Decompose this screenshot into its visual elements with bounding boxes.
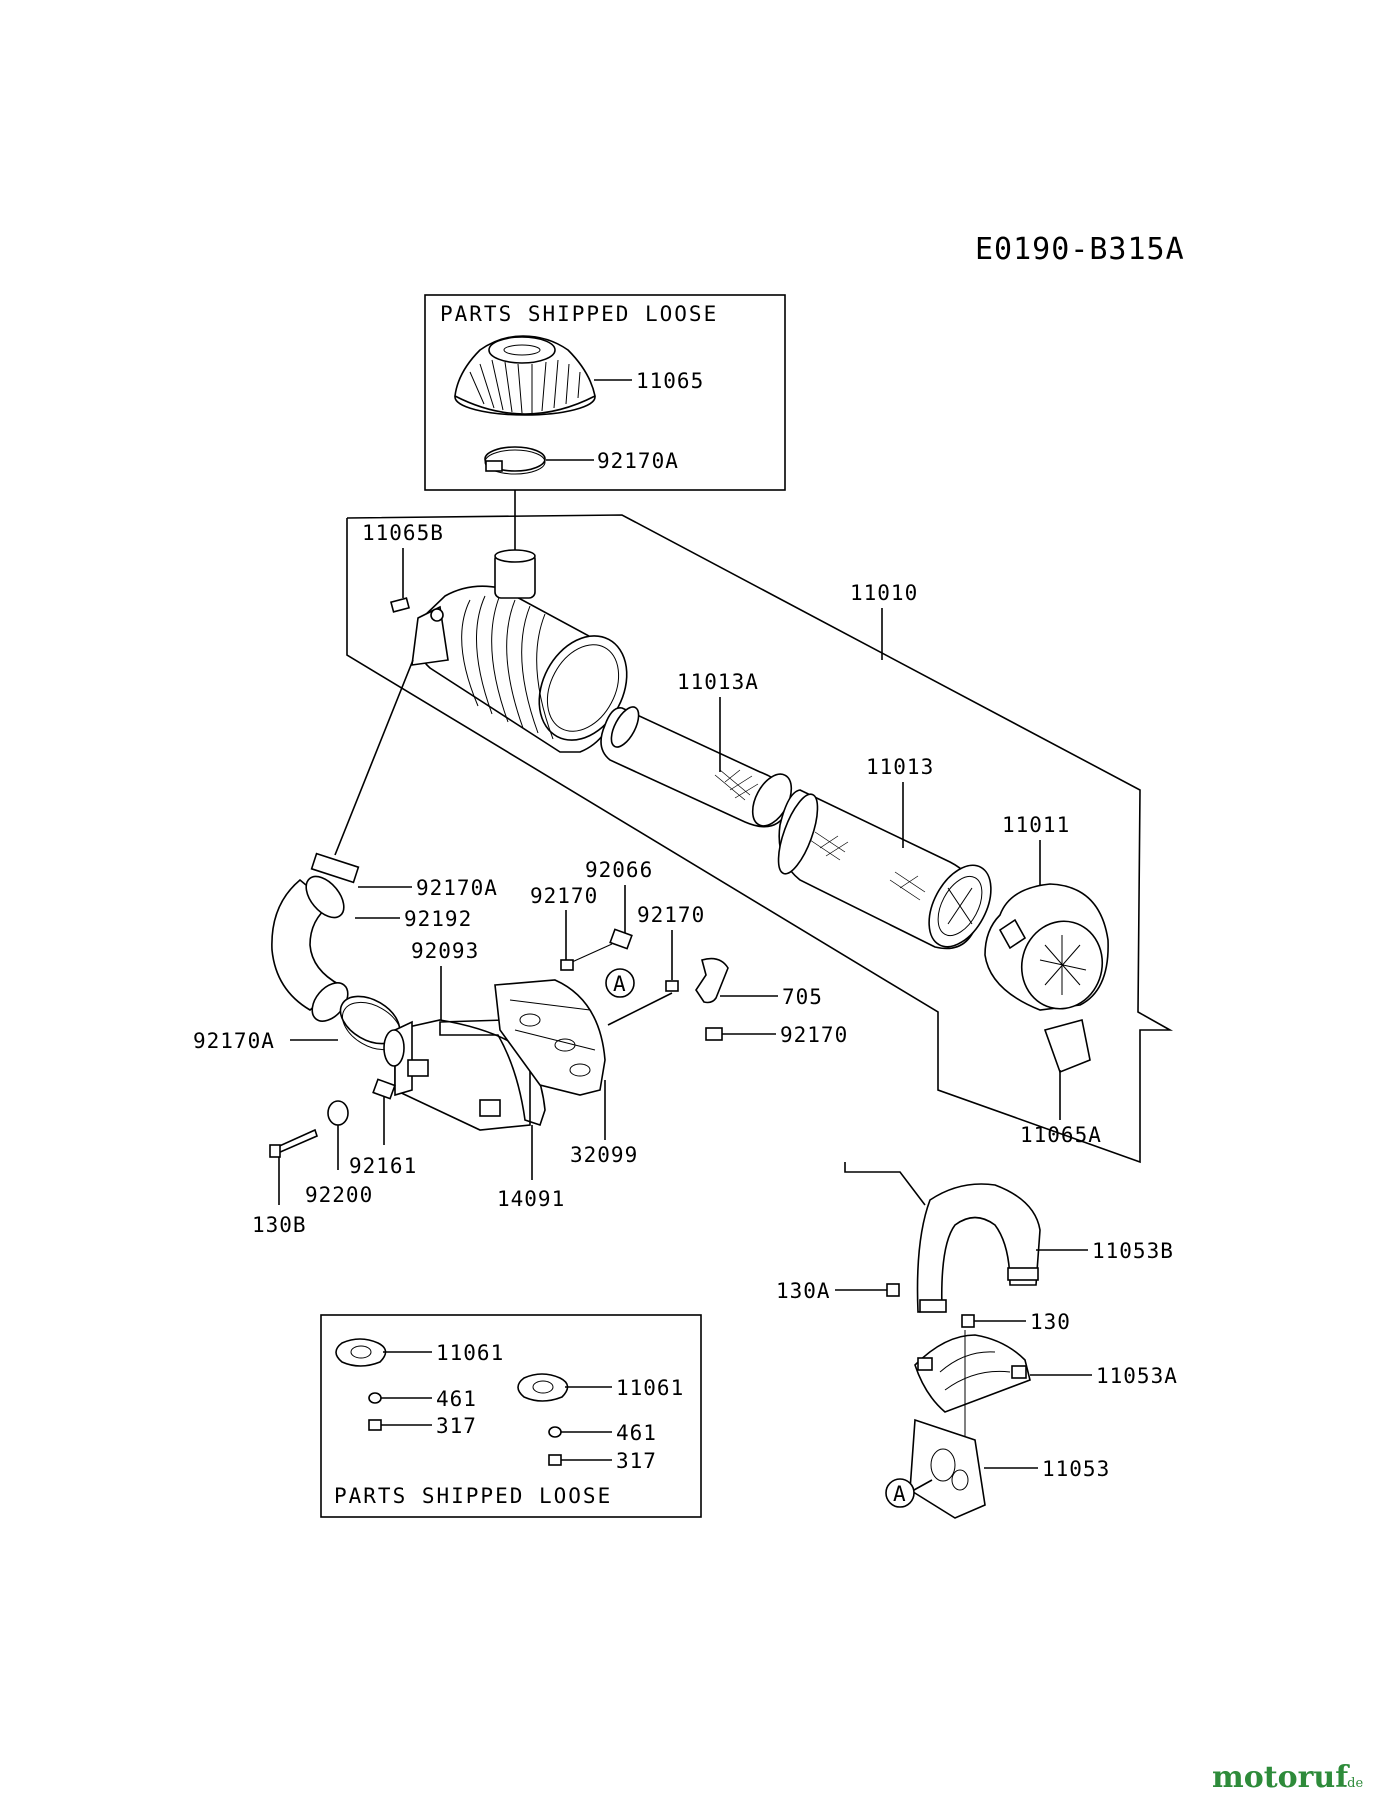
label-461-a: 461 bbox=[436, 1387, 477, 1411]
label-11053B: 11053B bbox=[1092, 1239, 1174, 1263]
nut-92170-b bbox=[665, 980, 679, 992]
label-11013: 11013 bbox=[866, 755, 934, 779]
inner-filter-element bbox=[600, 706, 793, 828]
spacer-92066 bbox=[609, 928, 633, 950]
label-92170-b: 92170 bbox=[637, 903, 705, 927]
label-11065A: 11065A bbox=[1020, 1123, 1102, 1147]
callout-a-lower bbox=[885, 1478, 915, 1508]
mount-bracket-11053A bbox=[914, 1334, 1031, 1413]
muffler-14091 bbox=[383, 1019, 531, 1131]
bracket-plate-32099 bbox=[494, 979, 606, 1096]
gasket-11061-b bbox=[517, 1373, 569, 1402]
label-11061-a: 11061 bbox=[436, 1341, 504, 1365]
diagram-code: E0190-B315A bbox=[975, 232, 1185, 267]
label-92066: 92066 bbox=[585, 858, 653, 882]
label-11061-b: 11061 bbox=[616, 1376, 684, 1400]
washer-92200 bbox=[327, 1100, 349, 1126]
label-11013A: 11013A bbox=[677, 670, 759, 694]
watermark-suffix: .de bbox=[1343, 1776, 1363, 1791]
label-11010: 11010 bbox=[850, 581, 918, 605]
label-11053A: 11053A bbox=[1096, 1364, 1178, 1388]
label-14091: 14091 bbox=[497, 1187, 565, 1211]
label-130A: 130A bbox=[776, 1279, 831, 1303]
elbow-hose-92192 bbox=[271, 875, 349, 1022]
bolt-130B bbox=[269, 1128, 318, 1158]
air-cleaner-body bbox=[411, 549, 628, 753]
nut-130A bbox=[886, 1283, 900, 1297]
label-92192: 92192 bbox=[404, 907, 472, 931]
clamp-92170A-mid bbox=[310, 852, 360, 884]
air-cleaner-end-cover bbox=[984, 883, 1109, 1074]
label-461-b: 461 bbox=[616, 1421, 657, 1445]
label-11011: 11011 bbox=[1002, 813, 1070, 837]
callout-a-lower-letter: A bbox=[893, 1482, 907, 1506]
label-92161: 92161 bbox=[349, 1154, 417, 1178]
watermark-brand: motoruf bbox=[1212, 1760, 1350, 1795]
label-11065: 11065 bbox=[636, 369, 704, 393]
assembly-bracket-11010 bbox=[346, 514, 1174, 1164]
clip-92170-c bbox=[705, 1027, 723, 1041]
label-92170-a: 92170 bbox=[530, 884, 598, 908]
nut-92170-a bbox=[560, 959, 574, 971]
label-32099: 32099 bbox=[570, 1143, 638, 1167]
rain-cap-part bbox=[454, 335, 596, 416]
label-11053: 11053 bbox=[1042, 1457, 1110, 1481]
bolt-130 bbox=[961, 1314, 975, 1328]
mount-plate-11053 bbox=[909, 1418, 986, 1519]
label-11065B: 11065B bbox=[362, 521, 444, 545]
loose-parts-box-bottom bbox=[320, 1314, 702, 1518]
loose-parts-box-top bbox=[424, 294, 786, 491]
label-130B: 130B bbox=[252, 1213, 307, 1237]
label-130: 130 bbox=[1030, 1310, 1071, 1334]
label-92170-c: 92170 bbox=[780, 1023, 848, 1047]
callout-a-upper bbox=[605, 968, 635, 998]
label-92093: 92093 bbox=[411, 939, 479, 963]
label-92170A-left: 92170A bbox=[193, 1029, 275, 1053]
plug-92161 bbox=[372, 1078, 396, 1100]
label-92200: 92200 bbox=[305, 1183, 373, 1207]
label-317-b: 317 bbox=[616, 1449, 657, 1473]
loose-parts-box-bottom-title: PARTS SHIPPED LOOSE bbox=[334, 1484, 612, 1508]
main-filter-element bbox=[777, 789, 992, 950]
gasket-11061-a bbox=[335, 1338, 387, 1367]
band-bracket-11053B bbox=[916, 1183, 1041, 1313]
nut-317-b bbox=[548, 1454, 562, 1466]
fitting-705 bbox=[695, 957, 729, 1004]
label-705: 705 bbox=[782, 985, 823, 1009]
loose-parts-box-top-title: PARTS SHIPPED LOOSE bbox=[440, 302, 718, 326]
label-92170A-top: 92170A bbox=[597, 449, 679, 473]
washer-461-a bbox=[368, 1392, 382, 1404]
label-317-a: 317 bbox=[436, 1414, 477, 1438]
washer-461-b bbox=[548, 1426, 562, 1438]
hose-clamp-top bbox=[484, 446, 546, 475]
bolt-11065B bbox=[389, 597, 411, 613]
label-92170A-mid: 92170A bbox=[416, 876, 498, 900]
bracket-leader-line bbox=[844, 1162, 926, 1206]
callout-a-upper-letter: A bbox=[613, 972, 627, 996]
nut-317-a bbox=[368, 1419, 382, 1431]
